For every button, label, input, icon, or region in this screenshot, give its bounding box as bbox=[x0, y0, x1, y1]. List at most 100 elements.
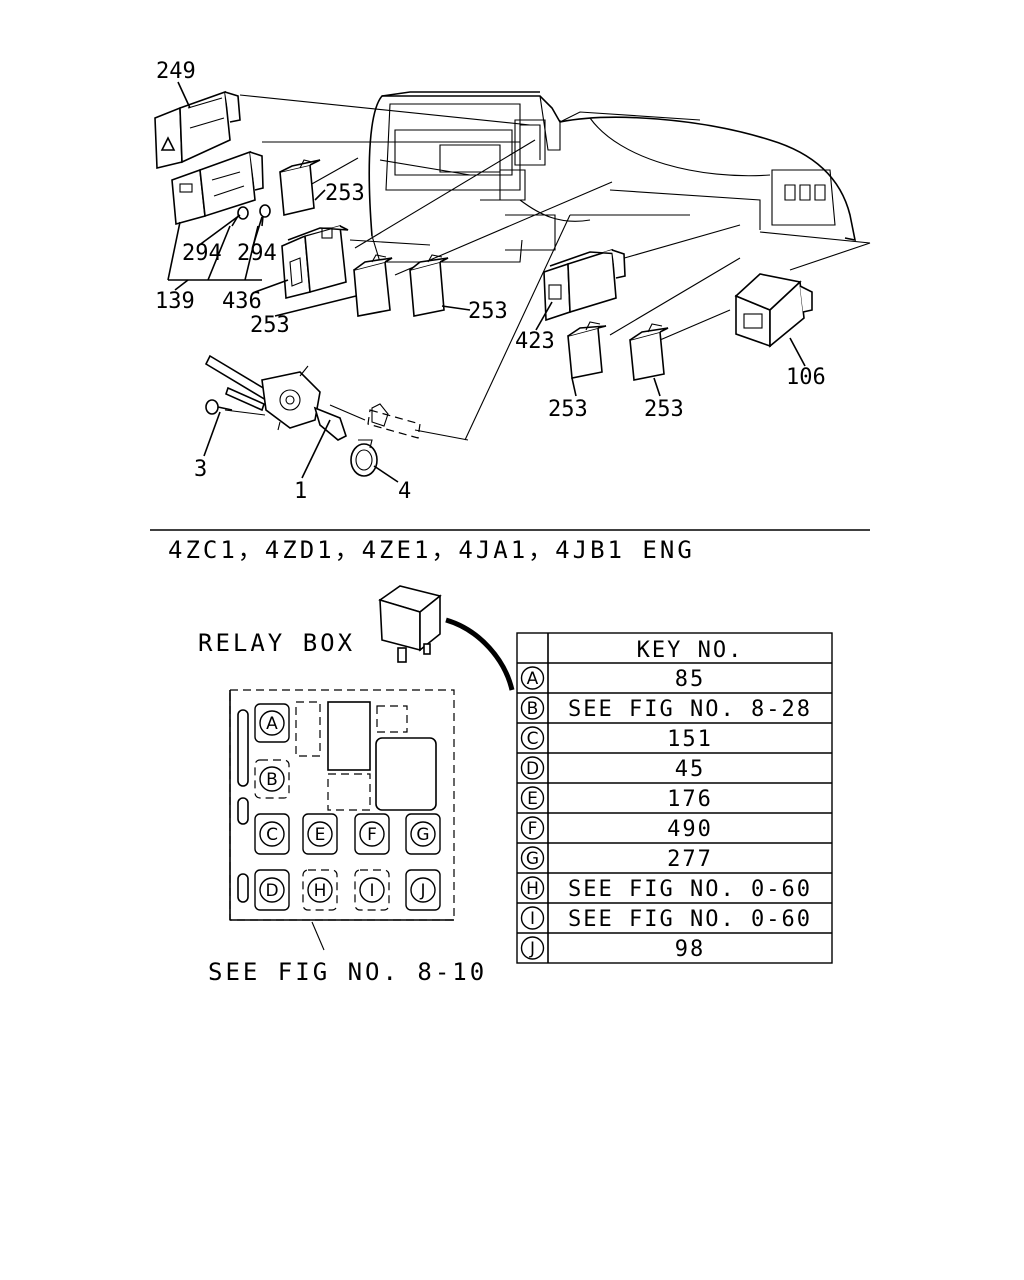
svg-text:H: H bbox=[314, 881, 327, 901]
key-letter-circle bbox=[520, 816, 545, 840]
box-cell-f: F bbox=[354, 813, 390, 855]
label-436: 436 bbox=[222, 289, 262, 314]
key-letter: J bbox=[529, 939, 535, 959]
svg-text:I: I bbox=[369, 881, 374, 901]
part-249-hazard-switch bbox=[154, 90, 241, 170]
key-letter: C bbox=[527, 729, 539, 749]
relay-box-diagram bbox=[229, 689, 455, 951]
relay-box-label: RELAY BOX bbox=[198, 629, 355, 657]
svg-text:E: E bbox=[315, 825, 326, 845]
part-106-relay bbox=[734, 273, 813, 348]
key-value: 85 bbox=[675, 667, 706, 692]
key-letter: F bbox=[528, 819, 538, 839]
key-letter-circle bbox=[520, 936, 545, 960]
label-253-a: 253 bbox=[325, 181, 365, 206]
part-connector bbox=[367, 403, 421, 439]
box-cell-j: J bbox=[405, 869, 441, 911]
part-253-cap-b bbox=[353, 254, 393, 317]
key-letter-circle bbox=[520, 906, 545, 930]
relay-cube bbox=[378, 585, 515, 691]
svg-text:G: G bbox=[416, 825, 429, 845]
label-253-b: 253 bbox=[250, 313, 290, 338]
svg-text:C: C bbox=[266, 825, 278, 845]
key-letter-circle bbox=[520, 846, 545, 870]
key-table-row: B SEE FIG NO. 8-28 bbox=[517, 692, 832, 722]
part-139-switch bbox=[171, 150, 264, 226]
part-253-cap-d bbox=[567, 321, 607, 379]
key-value: SEE FIG NO. 8-28 bbox=[568, 697, 812, 722]
key-table-row: E 176 bbox=[517, 782, 832, 812]
part-294-bulbs bbox=[231, 204, 271, 227]
label-294-a: 294 bbox=[182, 241, 222, 266]
see-fig-caption: SEE FIG NO. 8-10 bbox=[208, 958, 487, 986]
svg-text:F: F bbox=[367, 825, 377, 845]
svg-text:D: D bbox=[265, 881, 278, 901]
label-3: 3 bbox=[194, 457, 207, 482]
key-table-row: C 151 bbox=[517, 722, 832, 752]
svg-text:J: J bbox=[419, 881, 425, 901]
label-249: 249 bbox=[156, 59, 196, 84]
key-value: 277 bbox=[667, 847, 713, 872]
key-table-row: F 490 bbox=[517, 812, 832, 842]
part-1-combination-switch bbox=[204, 354, 347, 441]
part-labels: 249 253 294 294 139 436 253 253 423 253 … bbox=[155, 59, 826, 504]
key-letter: B bbox=[527, 699, 539, 719]
box-cell-a: A bbox=[254, 703, 290, 743]
box-cell-b: B bbox=[254, 759, 290, 799]
pointer-lines bbox=[167, 81, 806, 483]
part-3-screw bbox=[205, 399, 233, 415]
label-253-e: 253 bbox=[644, 397, 684, 422]
key-value: 176 bbox=[667, 787, 713, 812]
part-253-cap-c bbox=[409, 254, 449, 317]
part-423-switch bbox=[543, 248, 626, 322]
label-423: 423 bbox=[515, 329, 555, 354]
key-table-header: KEY NO. bbox=[637, 638, 744, 663]
label-253-c: 253 bbox=[468, 299, 508, 324]
part-253-cap-e bbox=[629, 323, 669, 381]
label-294-b: 294 bbox=[237, 241, 277, 266]
part-436-switch bbox=[281, 224, 349, 300]
key-table-row: J 98 bbox=[517, 932, 832, 962]
svg-text:A: A bbox=[266, 714, 278, 734]
relay-box-cells: A B C E F G D bbox=[254, 703, 441, 911]
key-letter: D bbox=[526, 759, 539, 779]
dashboard-outline bbox=[368, 91, 857, 263]
key-table-row: G 277 bbox=[517, 842, 832, 872]
key-value: SEE FIG NO. 0-60 bbox=[568, 907, 812, 932]
key-letter-circle bbox=[520, 786, 545, 810]
svg-text:B: B bbox=[266, 770, 278, 790]
box-cell-e: E bbox=[302, 813, 338, 855]
key-value: 98 bbox=[675, 937, 706, 962]
key-table-row: A 85 bbox=[520, 666, 706, 692]
key-letter-circle bbox=[520, 696, 545, 720]
label-139: 139 bbox=[155, 289, 195, 314]
engine-caption: 4ZC1，4ZD1，4ZE1，4JA1，4JB1 ENG bbox=[168, 536, 695, 564]
box-cell-h: H bbox=[302, 869, 338, 911]
key-value: 490 bbox=[667, 817, 713, 842]
box-cell-d: D bbox=[254, 869, 290, 911]
label-253-d: 253 bbox=[548, 397, 588, 422]
key-value: 151 bbox=[667, 727, 713, 752]
box-cell-g: G bbox=[405, 813, 441, 855]
key-table-row: H SEE FIG NO. 0-60 bbox=[517, 872, 832, 902]
key-letter-circle bbox=[520, 666, 545, 690]
key-letter: G bbox=[526, 849, 539, 869]
part-253-cap-a bbox=[279, 159, 321, 216]
key-letter-circle bbox=[520, 756, 545, 780]
key-letter: A bbox=[527, 669, 539, 689]
key-letter-circle bbox=[520, 726, 545, 750]
key-value: SEE FIG NO. 0-60 bbox=[568, 877, 812, 902]
key-value: 45 bbox=[675, 757, 706, 782]
key-letter: H bbox=[526, 879, 539, 899]
hazard-icon bbox=[160, 136, 176, 151]
key-letter: E bbox=[527, 789, 538, 809]
label-4: 4 bbox=[398, 479, 411, 504]
label-1: 1 bbox=[294, 479, 307, 504]
key-table-row: D 45 bbox=[517, 752, 832, 782]
label-106: 106 bbox=[786, 365, 826, 390]
box-cell-i: I bbox=[354, 869, 390, 911]
key-letter-circle bbox=[520, 876, 545, 900]
